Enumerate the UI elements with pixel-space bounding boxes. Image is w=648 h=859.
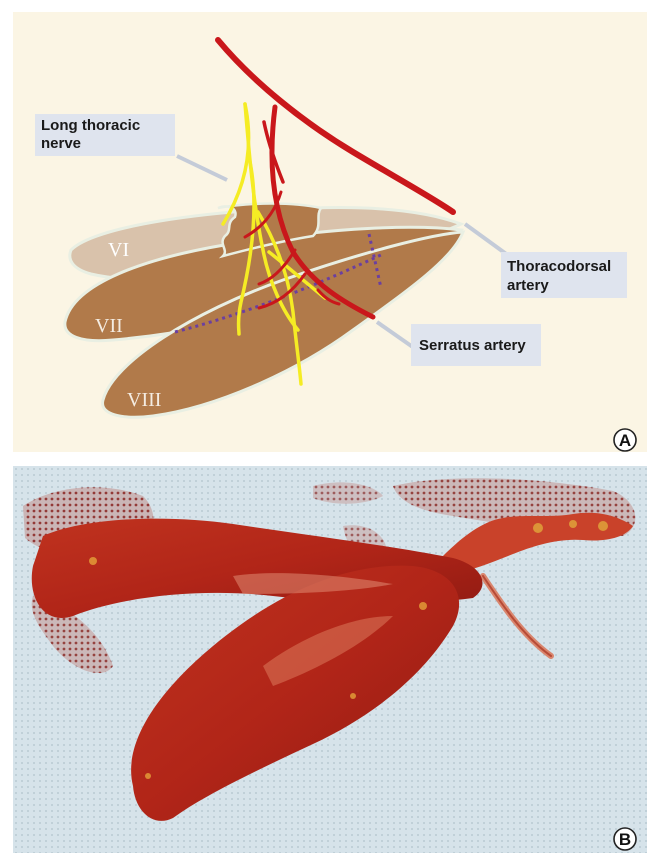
callout-line-2: artery bbox=[507, 277, 549, 294]
panel-badge-a: A bbox=[614, 429, 636, 451]
rib-label-vi: VI bbox=[108, 239, 129, 261]
callout-line-1: Long thoracic bbox=[41, 117, 140, 134]
panel-badge-b: B bbox=[614, 828, 636, 850]
schematic-diagram: VI VII VIII Long thoracic nerve Thoracod… bbox=[13, 12, 647, 452]
flap-photograph: B bbox=[13, 466, 647, 853]
rib-label-vii: VII bbox=[95, 315, 123, 337]
callout-line-1: Serratus artery bbox=[419, 337, 526, 354]
svg-text:B: B bbox=[619, 830, 631, 849]
callout-line-2: nerve bbox=[41, 135, 81, 152]
svg-text:A: A bbox=[619, 431, 631, 450]
callout-line-1: Thoracodorsal bbox=[507, 258, 611, 275]
rib-label-viii: VIII bbox=[127, 389, 161, 411]
